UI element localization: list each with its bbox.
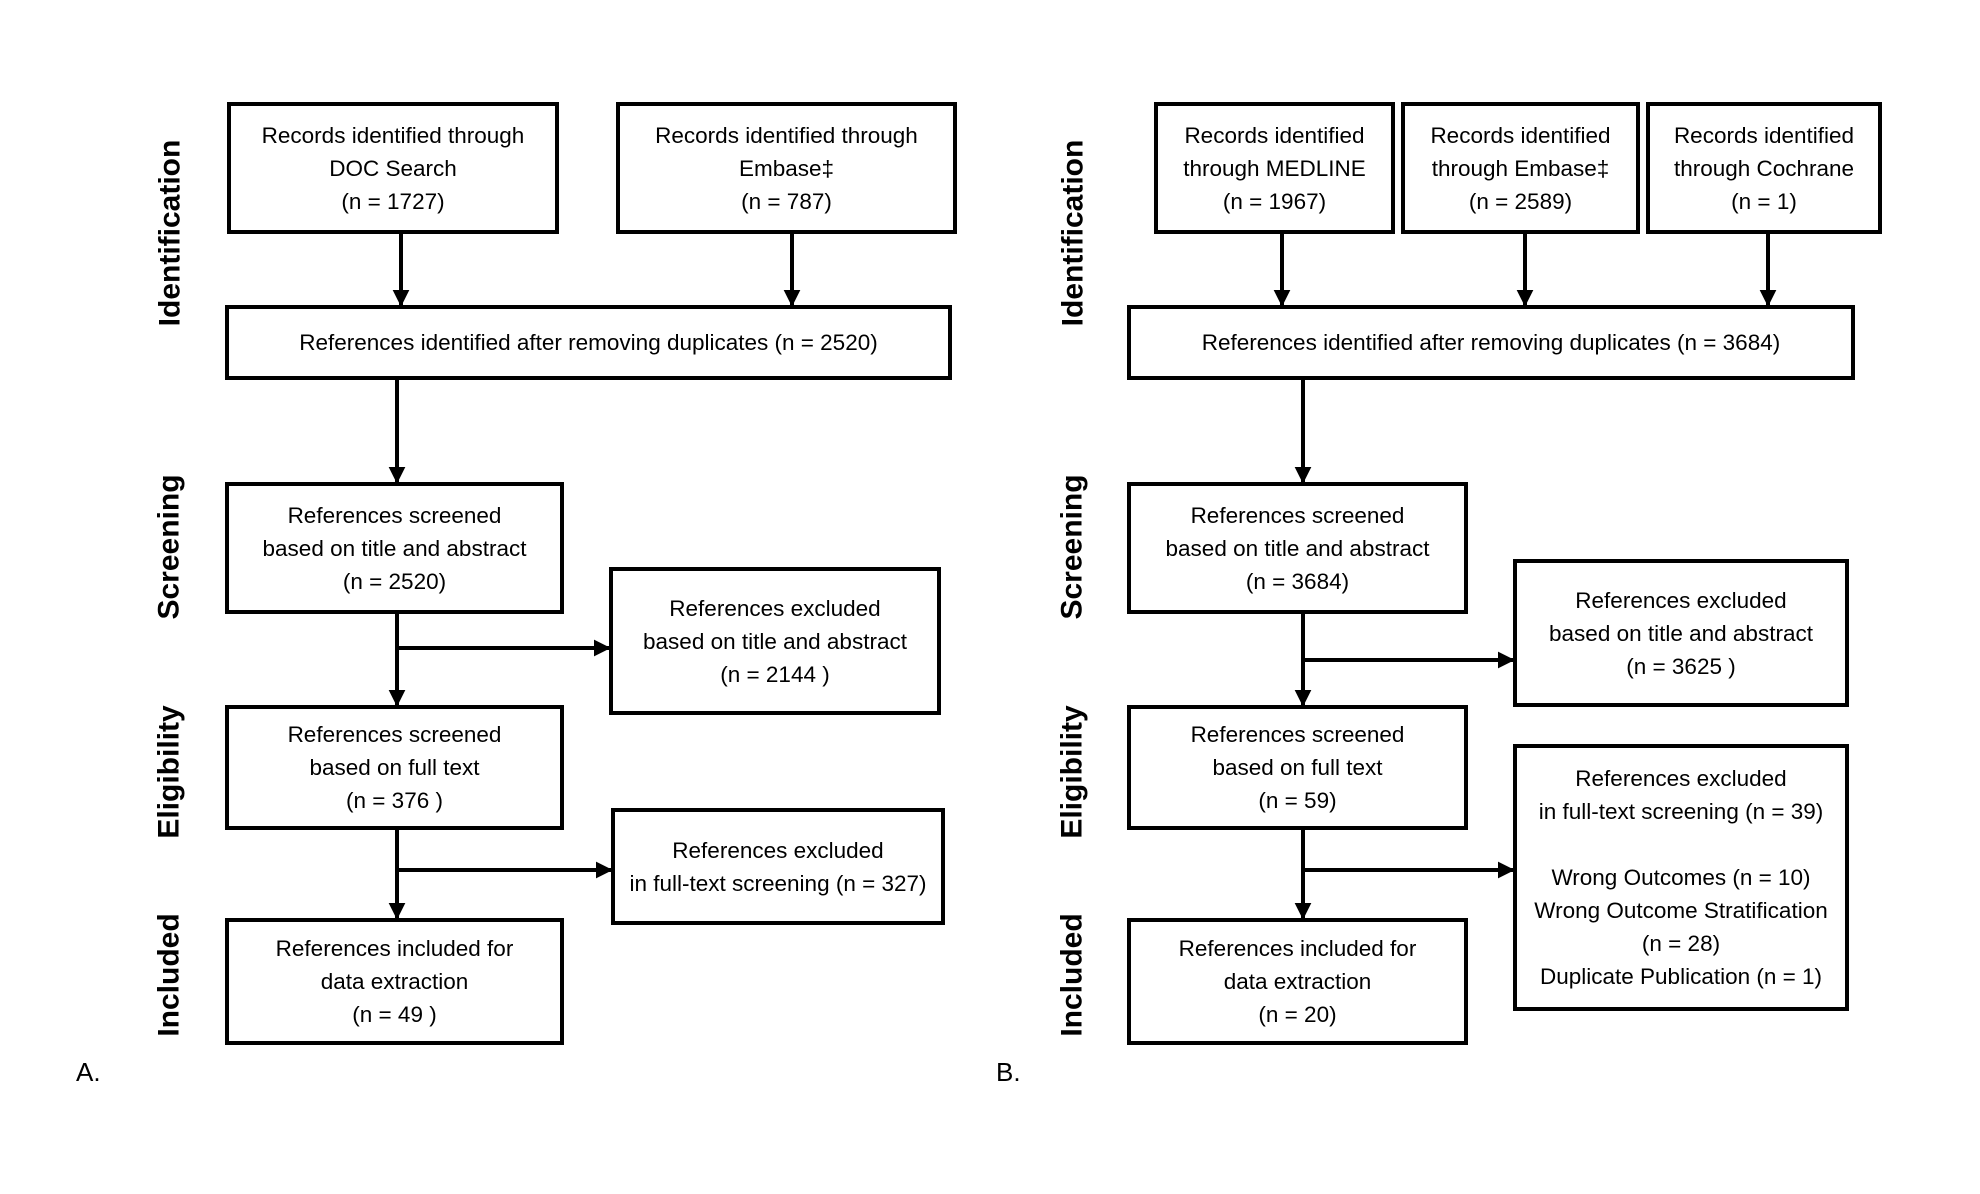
box-records-embase-a: Records identified through Embase‡ (n = … [616,102,957,234]
box-excluded-full-a: References excluded in full-text screeni… [611,808,945,925]
box-included-a: References included for data extraction … [225,918,564,1045]
box-excluded-title-a: References excluded based on title and a… [609,567,941,715]
box-records-embase-b: Records identified through Embase‡ (n = … [1401,102,1640,234]
stage-label-included-a: Included [153,913,186,1037]
box-dedup-a: References identified after removing dup… [225,305,952,380]
box-included-b: References included for data extraction … [1127,918,1468,1045]
stage-label-eligibility-a: Eligibility [153,705,187,839]
box-screened-title-a: References screened based on title and a… [225,482,564,614]
panel-label-a: A. [76,1057,101,1087]
panel-label-b: B. [996,1057,1021,1087]
box-records-medline: Records identified through MEDLINE (n = … [1154,102,1395,234]
box-screened-full-b: References screened based on full text (… [1127,705,1468,830]
stage-label-included-b: Included [1056,913,1089,1037]
box-records-doc-search: Records identified through DOC Search (n… [227,102,559,234]
stage-label-identification-b: Identification [1056,139,1090,327]
box-excluded-title-b: References excluded based on title and a… [1513,559,1849,707]
box-dedup-b: References identified after removing dup… [1127,305,1855,380]
stage-label-screening-a: Screening [153,474,186,620]
box-excluded-full-b: References excluded in full-text screeni… [1513,744,1849,1011]
box-records-cochrane: Records identified through Cochrane (n =… [1646,102,1882,234]
box-screened-title-b: References screened based on title and a… [1127,482,1468,614]
stage-label-identification-a: Identification [153,139,187,327]
stage-label-eligibility-b: Eligibility [1056,705,1090,839]
stage-label-screening-b: Screening [1056,474,1089,620]
box-screened-full-a: References screened based on full text (… [225,705,564,830]
